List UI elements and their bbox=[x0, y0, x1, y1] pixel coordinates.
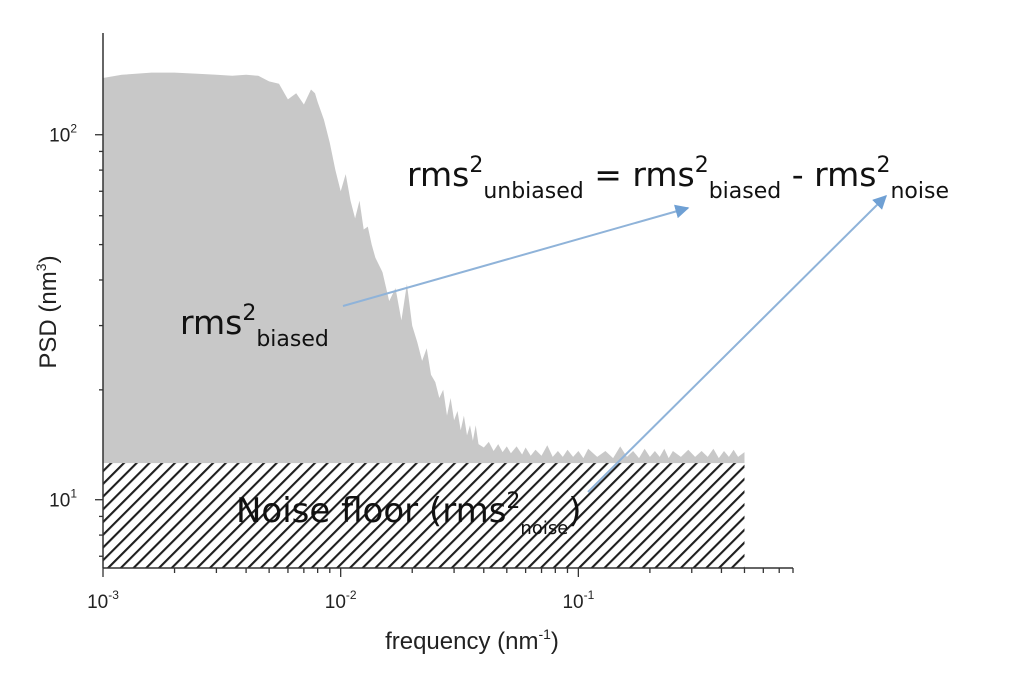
y-tick-labels: 101 102 bbox=[49, 122, 77, 512]
noise-floor-band bbox=[103, 463, 745, 568]
x-tick-labels: 10-3 10-2 10-1 bbox=[87, 588, 594, 613]
y-minor-ticks bbox=[95, 134, 103, 557]
biased-arrow bbox=[342, 204, 690, 307]
psd-area bbox=[103, 72, 745, 568]
y-axis-title: PSD (nm3) bbox=[33, 255, 62, 368]
y-tick-label: 102 bbox=[49, 122, 77, 147]
equation-annotation: rms2unbiased = rms2biased - rms2noise bbox=[407, 153, 949, 204]
x-tick-label: 10-3 bbox=[87, 588, 119, 613]
noise-floor-annotation: Noise floor (rms2noise) bbox=[236, 489, 582, 539]
y-tick-label: 101 bbox=[49, 487, 77, 512]
noise-arrow bbox=[587, 195, 887, 493]
biased-annotation: rms2biased bbox=[180, 301, 329, 352]
x-tick-label: 10-2 bbox=[325, 588, 357, 613]
x-axis-title: frequency (nm-1) bbox=[385, 626, 559, 655]
x-minor-ticks bbox=[102, 568, 794, 577]
x-tick-label: 10-1 bbox=[562, 588, 594, 613]
